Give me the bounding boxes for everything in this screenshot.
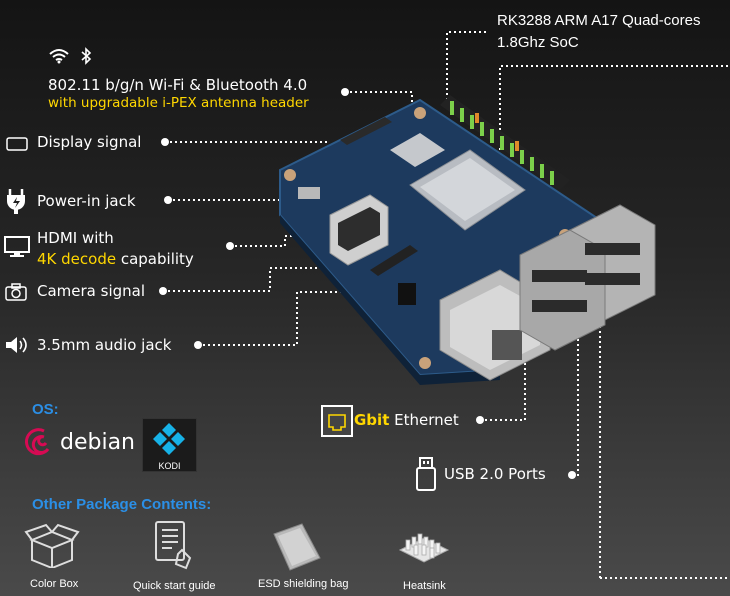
wifi-label-line2: with upgradable i-PEX antenna header <box>48 95 309 111</box>
package-heading: Other Package Contents: <box>32 496 212 513</box>
hdmi-capability-text: capability <box>116 250 194 268</box>
speaker-icon <box>4 335 32 359</box>
quick-start-guide-icon <box>152 520 196 574</box>
camera-icon <box>5 283 27 305</box>
camera-signal-label: Camera signal <box>37 282 146 300</box>
kodi-logo: KODI <box>142 418 197 472</box>
package-item-quick-start-guide: Quick start guide <box>133 580 216 592</box>
power-plug-icon <box>4 187 28 219</box>
bluetooth-icon <box>80 47 92 69</box>
wifi-icon <box>48 48 70 68</box>
debian-logo-icon <box>24 425 56 469</box>
package-item-color-box: Color Box <box>30 578 79 590</box>
soc-label-line2: 1.8Ghz SoC <box>497 34 579 51</box>
esd-bag-icon <box>268 522 324 576</box>
debian-wordmark: debian <box>60 430 136 455</box>
hdmi-4k-highlight: 4K decode <box>37 250 117 268</box>
package-item-esd-bag: ESD shielding bag <box>258 578 349 590</box>
ethernet-label: Gbit Ethernet <box>354 411 459 429</box>
soc-label-line1: RK3288 ARM A17 Quad-cores <box>497 12 701 29</box>
package-item-heatsink: Heatsink <box>403 580 446 592</box>
heatsink-icon <box>396 526 452 574</box>
wifi-label-line1: 802.11 b/g/n Wi-Fi & Bluetooth 4.0 <box>48 76 308 94</box>
usb-stick-icon <box>415 457 437 495</box>
kodi-icon <box>153 423 185 455</box>
monitor-icon <box>4 236 30 262</box>
ethernet-label-text: Ethernet <box>389 411 459 429</box>
usb-ports-label: USB 2.0 Ports <box>444 465 546 483</box>
ethernet-gbit-highlight: Gbit <box>354 411 390 429</box>
hdmi-label-line1: HDMI with <box>37 229 114 247</box>
hdmi-label-line2: 4K decode capability <box>37 250 194 268</box>
audio-jack-label: 3.5mm audio jack <box>37 336 172 354</box>
tinker-board-illustration <box>279 95 656 385</box>
display-icon <box>6 136 28 156</box>
kodi-wordmark: KODI <box>158 461 181 471</box>
ethernet-port-icon <box>321 405 353 437</box>
display-signal-label: Display signal <box>37 133 142 151</box>
color-box-icon <box>24 522 80 572</box>
os-heading: OS: <box>32 401 59 418</box>
power-in-label: Power-in jack <box>37 192 136 210</box>
